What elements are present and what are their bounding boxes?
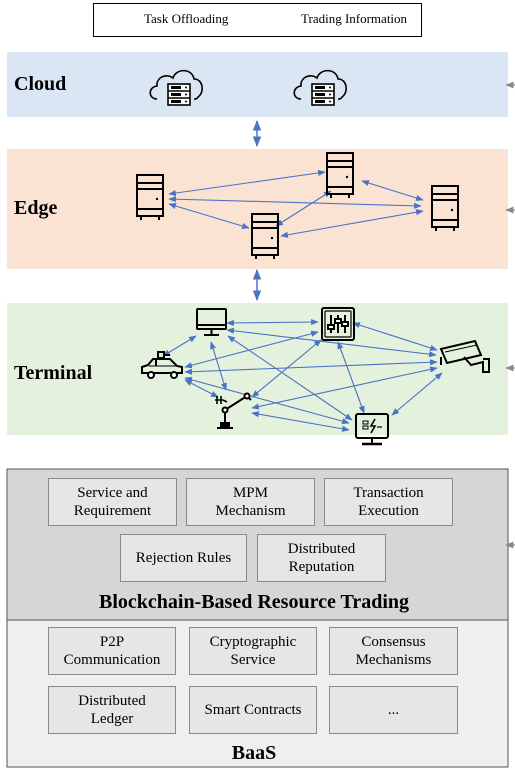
control-panel-icon xyxy=(321,307,355,341)
module-mpm-mechanism: MPM Mechanism xyxy=(186,478,315,526)
module-cryptographic-service: Cryptographic Service xyxy=(189,627,317,675)
edge-server-icon xyxy=(136,174,164,220)
baas-section-title: BaaS xyxy=(231,742,277,764)
legend-task-offloading-label: Task Offloading xyxy=(144,11,229,26)
legend xyxy=(93,3,422,37)
edge-server-icon xyxy=(326,152,354,198)
module-smart-contracts: Smart Contracts xyxy=(189,686,317,734)
module-rejection-rules: Rejection Rules xyxy=(120,534,247,582)
edge-server-icon xyxy=(251,213,279,259)
module-more-ellipsis: ... xyxy=(329,686,458,734)
legend-trading-information-label: Trading Information xyxy=(301,11,408,26)
desktop-monitor-icon xyxy=(196,308,227,336)
edge-offloading-links xyxy=(168,169,424,238)
robot-arm-icon xyxy=(215,392,252,429)
module-service-and-requirement: Service and Requirement xyxy=(48,478,177,526)
cloud-layer-title: Cloud xyxy=(14,73,67,95)
module-transaction-execution: Transaction Execution xyxy=(324,478,453,526)
cloud-server-icon xyxy=(293,69,347,106)
edge-layer-title: Edge xyxy=(14,197,58,219)
module-p2p-communication: P2P Communication xyxy=(48,627,176,675)
cloud-band xyxy=(7,52,508,117)
blockchain-section-title: Blockchain-Based Resource Trading xyxy=(98,591,410,613)
module-distributed-ledger: Distributed Ledger xyxy=(48,686,176,734)
car-charging-icon xyxy=(141,351,183,379)
terminal-offloading-links xyxy=(162,318,443,432)
terminal-layer-title: Terminal xyxy=(14,362,93,384)
smart-meter-icon xyxy=(355,413,389,446)
cloud-server-icon xyxy=(149,69,203,106)
module-distributed-reputation: Distributed Reputation xyxy=(257,534,386,582)
security-camera-icon xyxy=(439,339,490,373)
edge-server-icon xyxy=(431,185,459,231)
module-consensus-mechanisms: Consensus Mechanisms xyxy=(329,627,458,675)
